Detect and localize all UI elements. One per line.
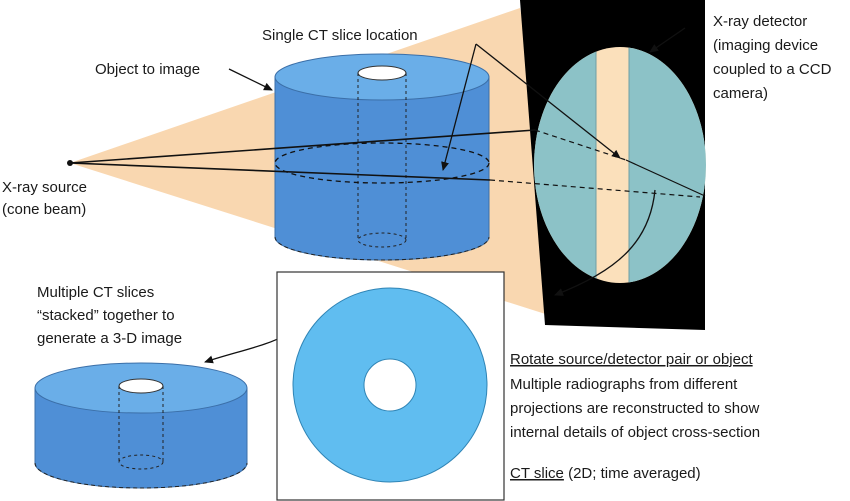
ray-ext-upper — [625, 159, 706, 197]
ct-slice-hole — [363, 358, 417, 412]
arrow-rotate — [554, 189, 656, 296]
label-ct-slice: CT slice (2D; time averaged) — [510, 465, 701, 482]
arrow-slice-to-cylinder — [441, 43, 477, 171]
ray-dashed-upper — [534, 129, 627, 161]
stacked-3d-cylinder — [34, 362, 248, 489]
label-source-line1: X-ray source — [2, 179, 87, 196]
arrow-detector — [649, 27, 686, 53]
label-rotate-line3: internal details of object cross-section — [510, 424, 760, 441]
xray-source-point — [67, 160, 73, 166]
label-source-line2: (cone beam) — [2, 201, 86, 218]
label-detector-line1: X-ray detector — [713, 13, 807, 30]
arrow-slice-to-detector — [475, 43, 621, 159]
ray-dashed-lower — [489, 179, 701, 198]
label-ct-slice-rest: (2D; time averaged) — [564, 465, 701, 482]
label-detector-line2: (imaging device — [713, 37, 818, 54]
arrow-object — [228, 68, 273, 91]
label-detector-line4: camera) — [713, 85, 768, 102]
arrow-stack — [204, 334, 286, 364]
label-ct-slice-underlined: CT slice — [510, 465, 564, 482]
label-slice-location: Single CT slice location — [262, 27, 418, 44]
label-object: Object to image — [95, 61, 200, 78]
ray-solid-upper — [69, 129, 536, 164]
label-stack-line3: generate a 3-D image — [37, 330, 182, 347]
label-stack-line2: “stacked” together to — [37, 307, 175, 324]
label-detector-line3: coupled to a CCD — [713, 61, 832, 78]
label-rotate-line2: projections are reconstructed to show — [510, 400, 759, 417]
object-cylinder — [274, 53, 490, 261]
label-rotate-line1: Multiple radiographs from different — [510, 376, 738, 393]
label-stack-line1: Multiple CT slices — [37, 284, 154, 301]
ray-solid-lower — [69, 162, 491, 181]
label-rotate-title: Rotate source/detector pair or object — [510, 351, 753, 368]
